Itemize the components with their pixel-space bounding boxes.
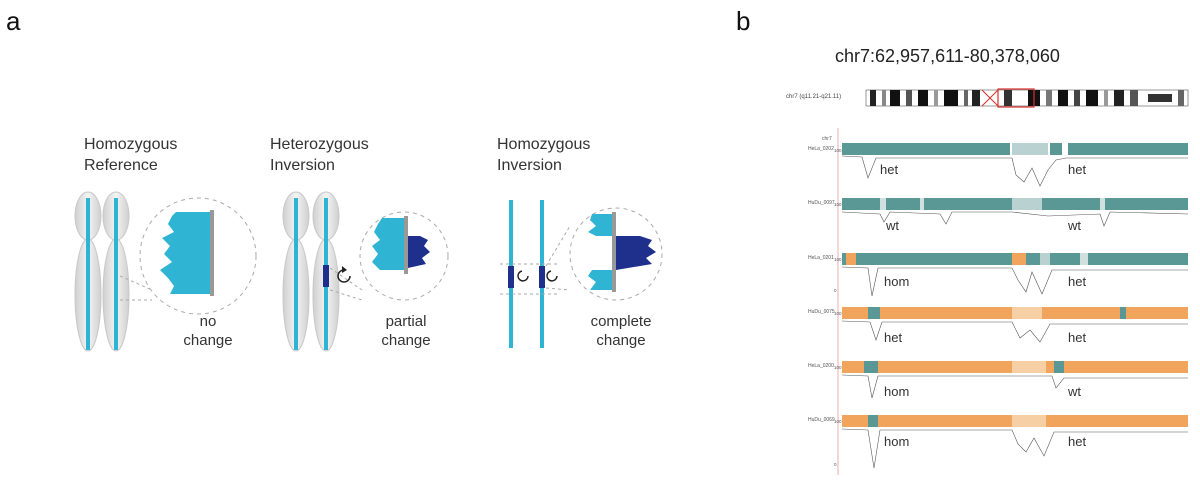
zoom-circle-3 (569, 207, 663, 301)
axis-label: 100 (834, 202, 842, 207)
group-2-caption: partial change (366, 312, 446, 350)
group-3-title: Homozygous Inversion (497, 134, 590, 176)
genotype-label: wt (885, 218, 899, 233)
sample-name: HeLa_0200 (808, 363, 834, 369)
group-1-caption-line2: change (183, 332, 233, 349)
chromosome (282, 191, 310, 352)
axis-label: 0 (834, 288, 837, 293)
sample-track: HuDu_0097 100 wt wt (808, 198, 1189, 233)
genotype-label: hom (884, 384, 909, 399)
group-2-caption-line1: partial (385, 313, 427, 330)
sample-track: HeLa_0201 100 0 hom het (808, 253, 1188, 297)
sample-track: HuDu_0069 100 0 hom het (808, 415, 1188, 469)
region-title: chr7:62,957,611-80,378,060 (835, 46, 1060, 66)
sample-name: HuDu_0069 (808, 417, 835, 423)
zoom-circle-2 (359, 211, 449, 301)
genotype-label: wt (1067, 218, 1081, 233)
chromosome (312, 191, 340, 352)
genotype-label: het (1068, 434, 1086, 449)
genotype-label: het (1068, 274, 1086, 289)
group-1-title-line2: Reference (84, 157, 158, 174)
axis-label: 100 (834, 311, 842, 316)
rotation-arrow-icon (517, 270, 529, 282)
position-label: 65,000,000 (848, 135, 871, 140)
sample-name: HuDu_0097 (808, 200, 835, 206)
genotype-label: wt (1067, 384, 1081, 399)
genotype-label: het (1068, 162, 1086, 177)
panel-a-letter: a (6, 6, 21, 36)
group-3-title-line2: Inversion (497, 157, 562, 174)
chromosome (74, 191, 102, 352)
axis-label: 100 (834, 257, 842, 262)
group-2-caption-line2: change (381, 332, 431, 349)
genotype-label: het (880, 162, 898, 177)
sample-name: HuDu_0075 (808, 309, 835, 315)
rotation-arrow-icon (546, 270, 558, 282)
group-1-title-line1: Homozygous (84, 136, 178, 153)
chromosome-ideogram (865, 88, 1189, 108)
chromosome (102, 191, 130, 352)
genotype-label: het (1068, 330, 1086, 345)
axis-label: 100 (834, 365, 842, 370)
axis-label: 0 (834, 462, 837, 467)
rotation-arrow-icon (337, 269, 351, 283)
group-3-title-line1: Homozygous (497, 136, 591, 153)
axis-label: 100 (834, 419, 842, 424)
position-label: 80,000,000 (1140, 135, 1163, 140)
position-label: 75,000,000 (1064, 135, 1087, 140)
group-3-strands (508, 200, 545, 348)
sample-track: HuDu_0075 100 het het (808, 307, 1188, 345)
panel-a-diagram (74, 191, 663, 352)
track-header: chr7 (822, 136, 832, 142)
group-2-chromosomes (282, 191, 340, 352)
group-1-chromosomes (74, 191, 130, 352)
group-3-caption-line2: change (596, 332, 646, 349)
group-1-caption-line1: no (199, 313, 217, 330)
zoom-circle-1 (139, 197, 257, 315)
position-label: 70,000,000 (968, 135, 991, 140)
sample-track: HeLa_0202 100 het het (808, 143, 1188, 187)
group-2-title-line2: Inversion (270, 157, 335, 174)
group-3-caption: complete change (576, 312, 666, 350)
axis-label: 100 (834, 148, 842, 153)
panel-b-letter: b (736, 6, 751, 36)
group-1-title: Homozygous Reference (84, 134, 177, 176)
group-2-title-line1: Heterozygous (270, 136, 369, 153)
genotype-label: hom (884, 274, 909, 289)
sample-name: HeLa_0202 (808, 146, 834, 152)
group-2-title: Heterozygous Inversion (270, 134, 369, 176)
group-3-caption-line1: complete (590, 313, 652, 330)
group-1-caption: no change (168, 312, 248, 350)
inverted-segment (323, 265, 329, 287)
sample-track: HeLa_0200 100 hom wt (808, 361, 1188, 399)
sample-name: HeLa_0201 (808, 255, 834, 261)
ideogram-label: chr7 (q11.21-q21.11) (786, 94, 842, 100)
genotype-label: hom (884, 434, 909, 449)
ideogram-highlight (997, 88, 1035, 108)
genotype-label: het (884, 330, 902, 345)
